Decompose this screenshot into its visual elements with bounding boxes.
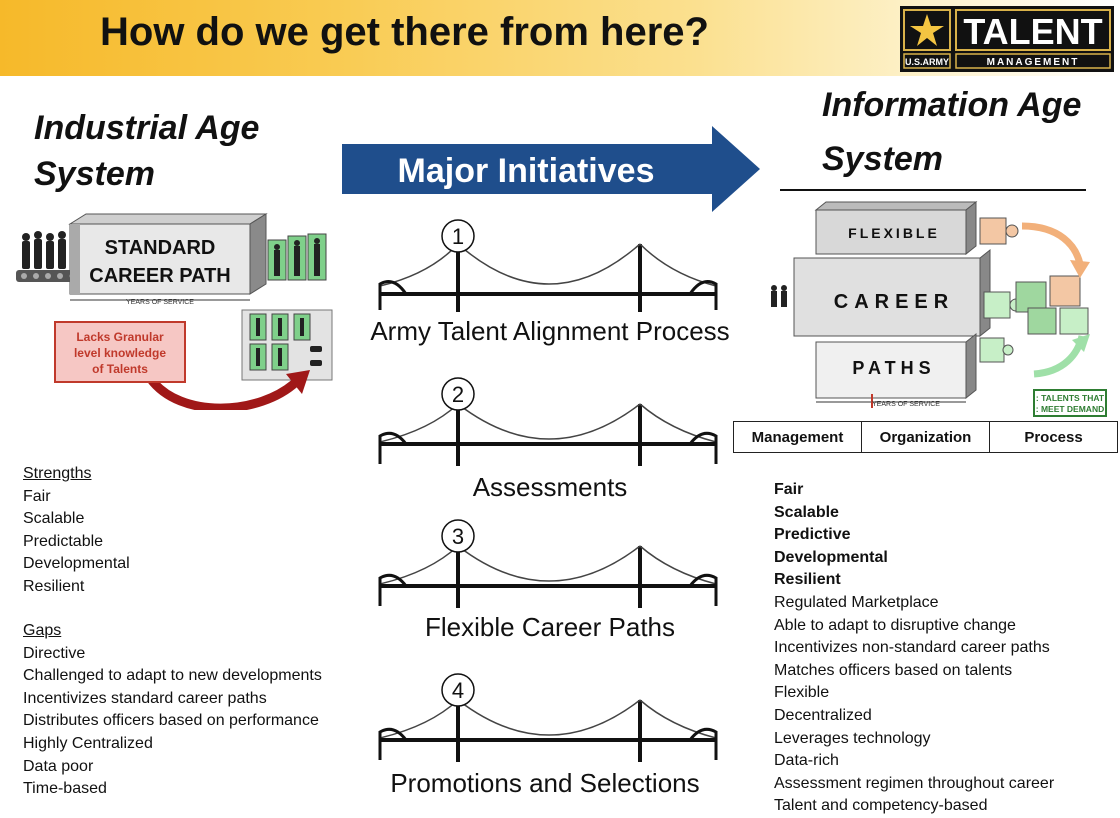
mop-table: Management Organization Process [733,421,1118,453]
list-item: Scalable [774,503,839,521]
list-item: Leverages technology [774,729,931,747]
list-item: Directive [23,644,86,662]
logo-line2: MANAGEMENT [987,57,1080,68]
bridge-number: 2 [452,382,464,407]
callout-line3: of Talents [92,362,148,376]
bridge-label-2: Assessments [472,472,628,502]
major-initiatives-arrow: Major Initiatives [342,126,760,212]
graphic-row2: CAREER [834,291,954,313]
list-item: Data-rich [774,752,839,770]
page-title: How do we get there from here? [100,10,709,54]
list-item: Incentivizes non-standard career paths [774,639,1050,657]
list-item: Resilient [23,577,85,595]
box-line1: STANDARD [105,237,216,259]
left-heading-line2: System [34,155,155,193]
gaps-list: Gaps Directive Challenged to adapt to ne… [23,620,322,801]
list-item: Time-based [23,780,107,798]
people-silhouettes-icon [22,231,66,269]
bridge-number: 4 [452,678,464,703]
list-item: Talent and competency-based [774,797,988,815]
information-age-list: Fair Scalable Predictive Developmental R… [774,479,1054,818]
years-axis-label: YEARS OF SERVICE [126,299,194,306]
soldiers-out-icon [267,233,327,281]
strengths-label: Strengths [23,465,92,482]
list-item: Regulated Marketplace [774,593,939,611]
legend-line1: : TALENTS THAT [1036,393,1105,403]
list-item: Fair [23,487,51,505]
bridge-number: 1 [452,224,464,249]
list-item: Fair [774,481,804,498]
bridge-1: 1 [378,219,718,312]
people-silhouettes-icon [771,285,787,307]
list-item: Developmental [774,548,888,566]
graphic-row1: FLEXIBLE [848,225,940,241]
puzzle-pieces-icon [979,217,1089,363]
bridge-4: 4 [378,673,718,762]
years-axis-label: YEARS OF SERVICE [872,401,940,408]
standard-career-path-graphic: STANDARD CAREER PATH YEARS OF SERVICE La… [16,213,333,410]
list-item: Distributes officers based on performanc… [23,712,319,730]
star-icon [910,14,944,46]
left-heading-line1: Industrial Age [34,109,260,147]
list-item: Developmental [23,555,130,573]
bridge-3: 3 [378,519,718,608]
army-talent-management-logo: U.S.ARMY TALENT MANAGEMENT [900,6,1114,72]
heading-underline [780,189,1086,191]
list-item: Resilient [774,571,841,589]
bridge-number: 3 [452,524,464,549]
table-cell-organization: Organization [861,422,989,452]
logo-badge: U.S.ARMY [905,57,949,67]
list-item: Predictive [774,526,851,544]
callout-line2: level knowledge [74,346,166,360]
list-item: Able to adapt to disruptive change [774,616,1016,634]
graphic-row3: PATHS [852,358,935,378]
list-item: Assessment regimen throughout career [774,774,1055,792]
list-item: Matches officers based on talents [774,661,1013,679]
box-line2: CAREER PATH [89,265,230,287]
table-cell-management: Management [751,428,844,446]
arrow-label: Major Initiatives [398,152,655,190]
list-item: Highly Centralized [23,734,153,752]
list-item: Flexible [774,684,830,702]
table-cell-process: Process [989,422,1117,452]
list-item: Decentralized [774,706,872,724]
strengths-list: Strengths Fair Scalable Predictable Deve… [23,463,130,599]
list-item: Data poor [23,757,94,775]
right-heading-line1: Information Age [822,86,1082,124]
bridge-label-4: Promotions and Selections [390,768,700,798]
list-item: Predictable [23,532,104,550]
logo-line1: TALENT [963,11,1102,52]
list-item: Challenged to adapt to new developments [23,667,322,685]
flexible-career-paths-graphic: FLEXIBLE CAREER PATHS YEARS OF SERVICE :… [771,200,1107,417]
bridge-label-3: Flexible Career Paths [425,612,675,642]
callout-line1: Lacks Granular [76,330,164,344]
legend-line2: : MEET DEMAND [1036,404,1104,414]
right-heading-line2: System [822,140,943,178]
bridge-label-1: Army Talent Alignment Process [370,316,730,346]
personnel-stack-icon [241,309,333,381]
list-item: Incentivizes standard career paths [23,689,267,707]
list-item: Scalable [23,510,85,528]
gaps-label: Gaps [23,622,62,639]
bridge-2: 2 [378,377,718,466]
